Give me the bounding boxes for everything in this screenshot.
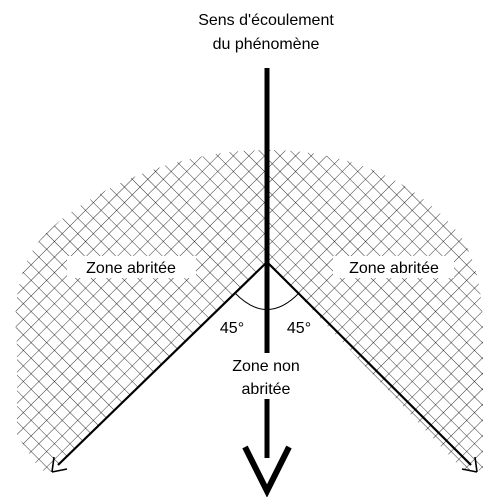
hatched-zone-left: [15, 150, 268, 472]
label-bg-right: [333, 256, 454, 278]
angle-label-left: 45°: [220, 320, 244, 337]
flow-direction-arrowhead: [242, 445, 292, 497]
hatched-zone-right: [267, 150, 484, 472]
zone-label-unsheltered-line2: abritée: [242, 381, 291, 398]
zone-label-sheltered-right: Zone abritée: [349, 260, 439, 277]
boundary-arrow-left: [51, 456, 68, 473]
zone-label-unsheltered-line1: Zone non: [232, 358, 300, 375]
label-bg-unsheltered: [226, 353, 310, 399]
label-bg-left: [67, 256, 196, 278]
boundary-arrow-right: [461, 456, 478, 473]
flow-title-line1: Sens d'écoulement: [198, 12, 334, 29]
angle-label-right: 45°: [287, 320, 311, 337]
zone-label-sheltered-left: Zone abritée: [86, 260, 176, 277]
boundary-line-right: [266, 261, 472, 466]
boundary-line-left: [57, 261, 268, 466]
flow-title-line2: du phénomène: [213, 36, 320, 53]
